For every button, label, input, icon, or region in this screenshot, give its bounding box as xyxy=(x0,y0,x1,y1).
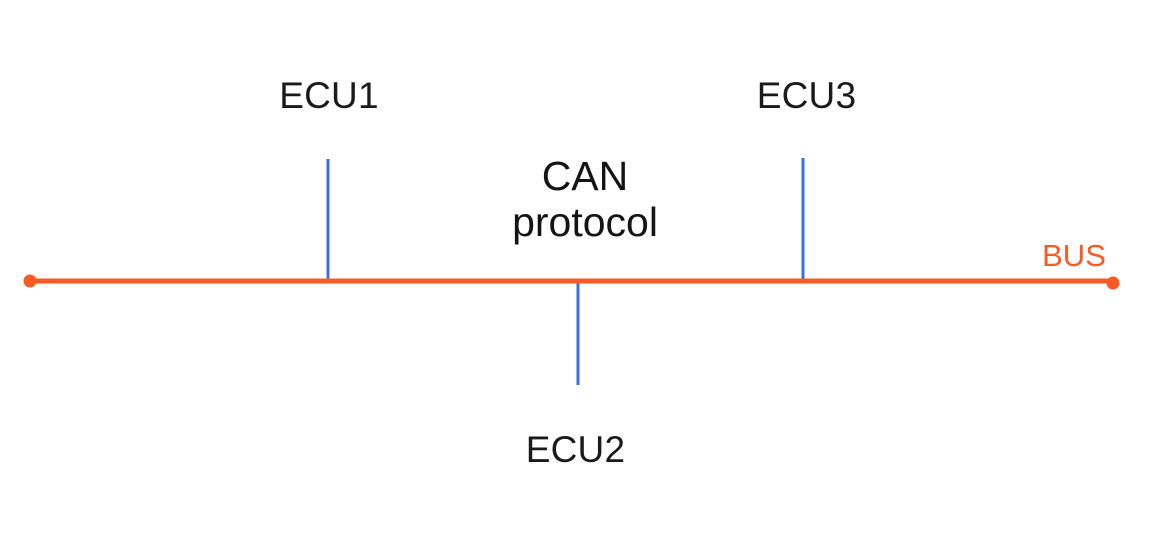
ecu-node-label: ECU2 xyxy=(525,429,626,470)
ecu-node-label: ECU3 xyxy=(756,74,857,116)
ecu-node-ecu1[interactable]: ECU1 xyxy=(242,31,416,159)
protocol-caption: CAN protocol xyxy=(512,153,658,245)
ecu-node-ecu3[interactable]: ECU3 xyxy=(719,32,894,158)
ecu-node-ecu2[interactable]: ECU2 xyxy=(488,385,663,514)
ecu-node-label: ECU1 xyxy=(279,74,379,116)
bus-endpoint-left-dot xyxy=(23,274,37,288)
bus-label: BUS xyxy=(1042,238,1106,273)
bus-endpoint-right-dot xyxy=(1106,276,1120,290)
